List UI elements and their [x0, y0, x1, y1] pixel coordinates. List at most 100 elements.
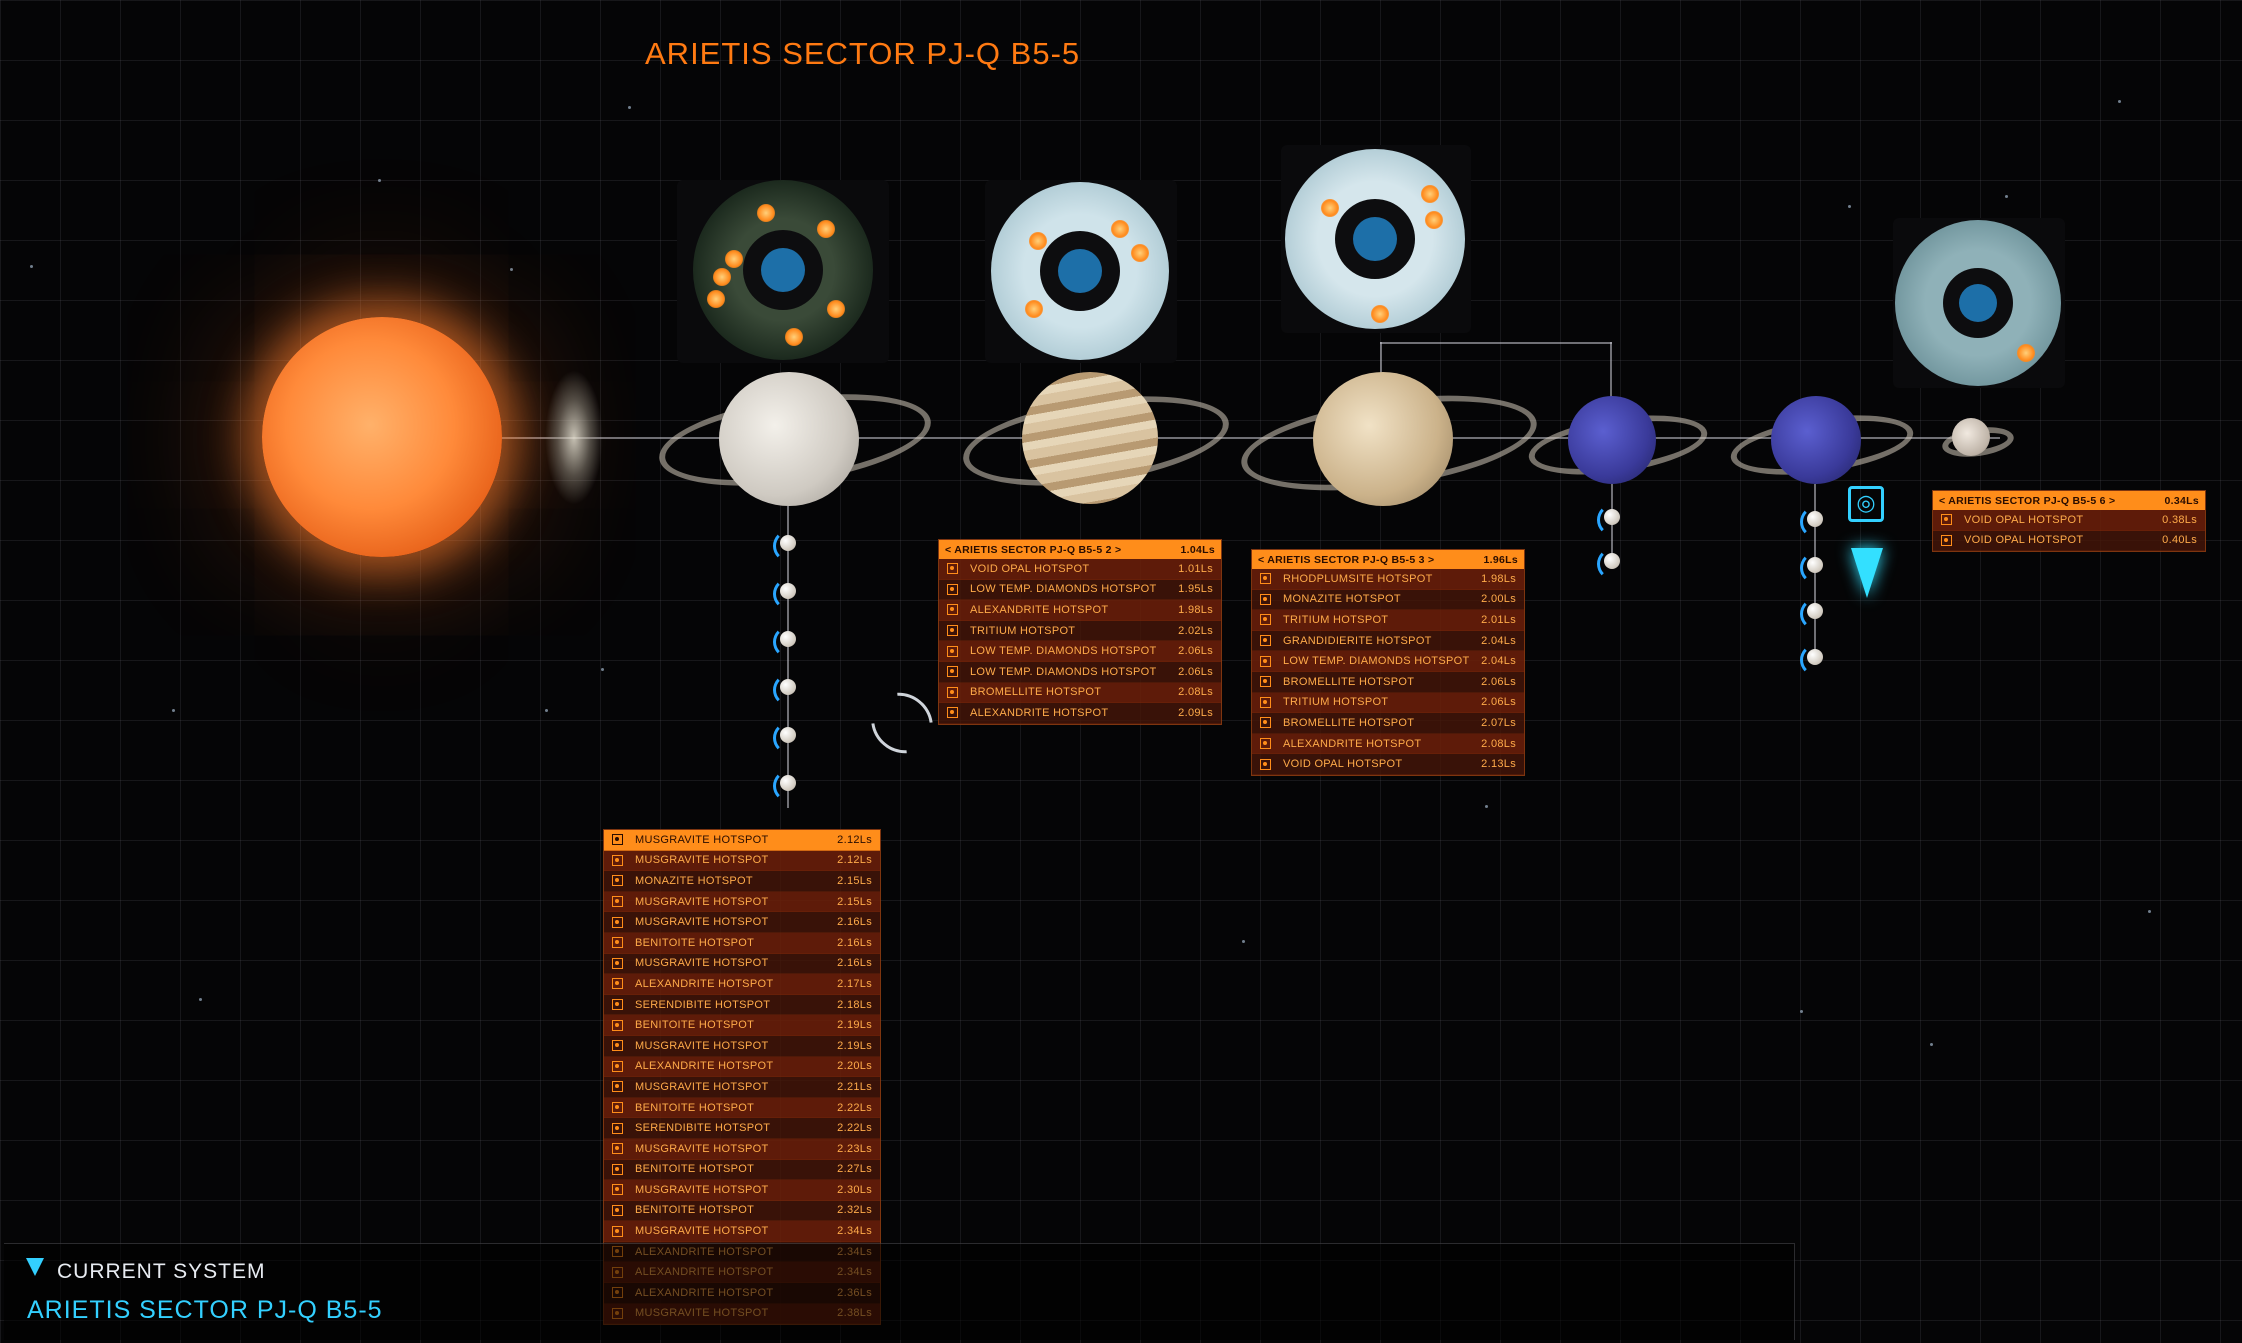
planet-6[interactable]	[1952, 418, 1990, 456]
hotspot-name: TRITIUM HOTSPOT	[970, 624, 1076, 637]
planet-2[interactable]	[1022, 372, 1158, 504]
moon[interactable]	[780, 535, 796, 551]
hotspot-name: ALEXANDRITE HOTSPOT	[970, 706, 1109, 719]
moon[interactable]	[1807, 603, 1823, 619]
hotspot-row[interactable]: MUSGRAVITE HOTSPOT 2.12Ls	[604, 830, 880, 851]
ring-view-3[interactable]	[1281, 145, 1471, 333]
moon[interactable]	[780, 775, 796, 791]
globe-icon[interactable]: ◎	[1848, 486, 1884, 522]
hotspot-distance: 2.12Ls	[837, 833, 872, 846]
moon[interactable]	[780, 679, 796, 695]
hotspot-distance: 2.23Ls	[837, 1142, 872, 1155]
hotspot-icon	[1260, 758, 1271, 770]
ring-view-1[interactable]	[677, 180, 889, 363]
hotspot-distance: 2.15Ls	[837, 874, 872, 887]
hotspot-row[interactable]: MUSGRAVITE HOTSPOT 2.12Ls	[604, 850, 880, 872]
orbit-line	[500, 437, 2000, 439]
moon[interactable]	[780, 727, 796, 743]
hotspot-name: MUSGRAVITE HOTSPOT	[635, 1080, 769, 1093]
hotspot-icon	[1260, 676, 1271, 688]
hotspot-distance: 2.08Ls	[1481, 737, 1516, 750]
hotspot-row[interactable]: TRITIUM HOTSPOT 2.02Ls	[939, 621, 1221, 642]
hotspot-name: LOW TEMP. DIAMONDS HOTSPOT	[1283, 655, 1470, 668]
moon[interactable]	[1604, 553, 1620, 569]
hotspot-name: VOID OPAL HOTSPOT	[1964, 513, 2084, 526]
hotspot-name: ALEXANDRITE HOTSPOT	[970, 603, 1109, 616]
planet-1[interactable]	[719, 372, 859, 506]
primary-star[interactable]	[262, 317, 502, 557]
hotspot-icon	[947, 666, 958, 678]
hotspot-icon	[612, 1225, 623, 1237]
hotspot-row[interactable]: MUSGRAVITE HOTSPOT 2.23Ls	[604, 1138, 880, 1160]
hotspot-name: VOID OPAL HOTSPOT	[1964, 534, 2084, 547]
moon[interactable]	[780, 583, 796, 599]
hotspot-name: LOW TEMP. DIAMONDS HOTSPOT	[970, 665, 1157, 678]
hotspot-distance: 2.02Ls	[1178, 624, 1213, 637]
hotspot-icon	[1941, 514, 1952, 526]
current-system-name[interactable]: ARIETIS SECTOR PJ-Q B5-5	[27, 1296, 383, 1324]
hotspot-distance: 2.06Ls	[1481, 675, 1516, 688]
ring-view-2[interactable]	[985, 180, 1177, 363]
hotspot-distance: 2.12Ls	[837, 854, 872, 867]
hotspot-icon	[612, 1163, 623, 1175]
hotspot-name: MUSGRAVITE HOTSPOT	[635, 854, 769, 867]
moon[interactable]	[1807, 511, 1823, 527]
planet-5[interactable]	[1771, 396, 1861, 484]
moon-stack-1	[773, 530, 803, 820]
moon[interactable]	[780, 631, 796, 647]
hotspot-name: MUSGRAVITE HOTSPOT	[635, 833, 769, 846]
hotspot-icon	[612, 1019, 623, 1031]
panel-header[interactable]: < ARIETIS SECTOR PJ-Q B5-5 2 > 1.04Ls	[939, 540, 1221, 559]
moon-stack-4	[1597, 504, 1627, 584]
hotspot-icon	[947, 563, 958, 575]
ring-view-6[interactable]	[1893, 218, 2065, 388]
hotspot-name: MUSGRAVITE HOTSPOT	[635, 1142, 769, 1155]
moon[interactable]	[1604, 509, 1620, 525]
panel-header[interactable]: < ARIETIS SECTOR PJ-Q B5-5 3 > 1.96Ls	[1252, 550, 1524, 569]
asteroid-belt[interactable]	[545, 370, 603, 505]
planet-4[interactable]	[1568, 396, 1656, 484]
planet-3[interactable]	[1313, 372, 1453, 506]
moon[interactable]	[1807, 649, 1823, 665]
hotspot-distance: 2.16Ls	[837, 916, 872, 929]
current-system-icon	[26, 1258, 44, 1276]
moon[interactable]	[1807, 557, 1823, 573]
panel-header[interactable]: < ARIETIS SECTOR PJ-Q B5-5 6 > 0.34Ls	[1933, 491, 2205, 510]
